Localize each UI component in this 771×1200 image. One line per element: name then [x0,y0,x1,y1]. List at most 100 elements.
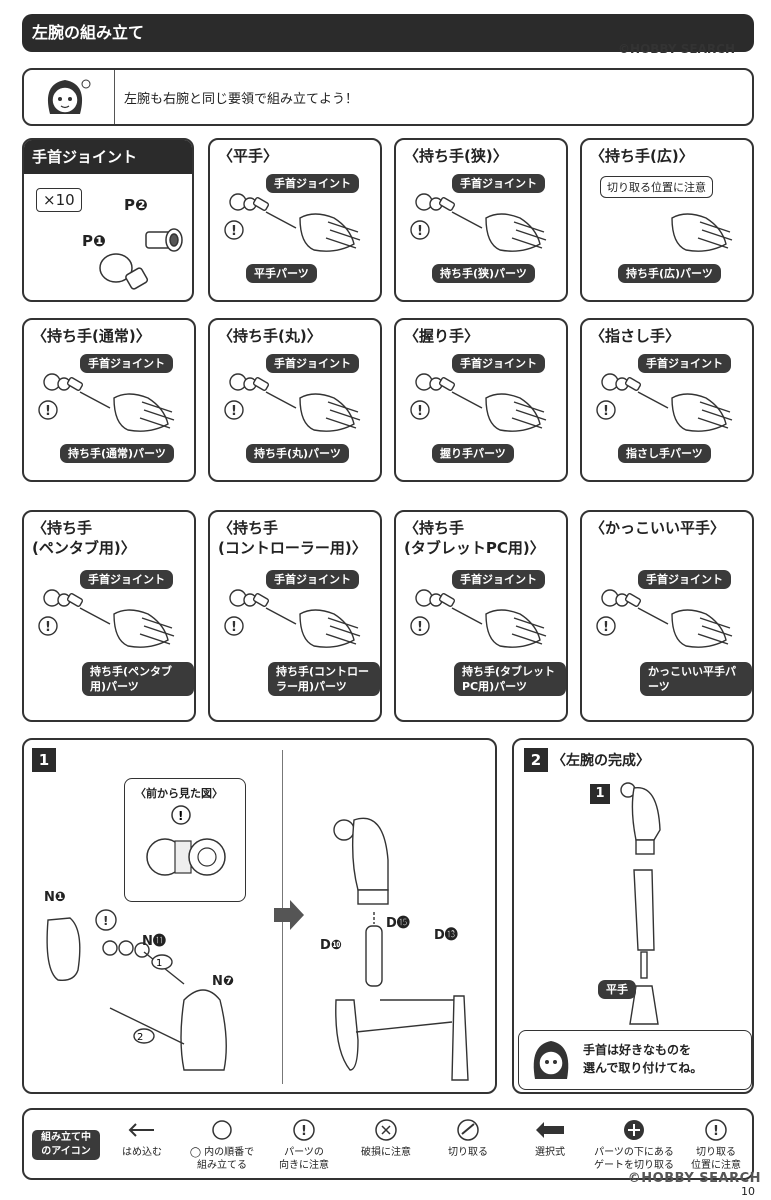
cut-icon [457,1119,479,1141]
joint-label: 手首ジョイント [452,354,545,373]
step-2-panel: 2 〈左腕の完成〉 1 平手 手首は好きなものを 選んで取り付けてね。 [512,738,754,1094]
hand-card: 〈持ち手 (タブレットPC用)〉手首ジョイント!持ち手(タブレットPC用)パーツ [394,510,568,722]
joint-label: 手首ジョイント [80,354,173,373]
legend-item: !パーツの 向きに注意 [262,1116,346,1172]
hand-card: 〈持ち手 (ペンタブ用)〉手首ジョイント!持ち手(ペンタブ用)パーツ [22,510,196,722]
watermark: ©HOBBY SEARCH [618,42,735,56]
legend-item: !切り取る 位置に注意 [674,1116,758,1172]
joint-label: 手首ジョイント [80,570,173,589]
hand-card: 〈握り手〉手首ジョイント! 握り手パーツ [394,318,568,482]
hand-card-title: 〈平手〉 [218,147,279,165]
hand-part-label: 持ち手(コントローラー用)パーツ [268,662,380,696]
hand-assembly-diagram: ! [596,589,733,648]
wrist-joint-card: 手首ジョイント ×10 P❷ P❶ [22,138,194,302]
hand-part-label: かっこいい平手パーツ [640,662,752,696]
part-label-n1: N❶ [44,890,66,905]
hand-card: 〈持ち手(広)〉切り取る位置に注意持ち手(広)パーツ [580,138,754,302]
svg-text:!: ! [231,404,237,419]
hand-card: 〈かっこいい平手〉手首ジョイント! かっこいい平手パーツ [580,510,754,722]
svg-text:!: ! [417,620,423,635]
legend-item-text: はめ込む [122,1147,162,1158]
hand-part-label: 指さし手パーツ [618,444,711,463]
hand-card-title: 〈指さし手〉 [590,327,681,345]
hand-assembly-diagram: ! [410,373,547,432]
step-1-number: 1 [32,748,56,772]
section-header: 左腕の組み立て [22,14,754,52]
hand-assembly-diagram: ! [224,589,361,648]
legend-item: はめ込む [100,1116,184,1159]
front-view-diagram: ! [146,805,226,876]
hobby-search-mark: ©HOBBY SEARCH [627,1171,761,1186]
hand-card: 〈持ち手 (コントローラー用)〉手首ジョイント!持ち手(コントローラー用)パーツ [208,510,382,722]
quantity-badge: ×10 [36,188,82,212]
character-face-icon [533,1041,569,1079]
arrow-left-icon [128,1123,154,1137]
direction-warning-icon: ! [293,1119,315,1141]
step-1-right-diagram [333,817,469,1081]
hand-card: 〈平手〉手首ジョイント!平手パーツ [208,138,382,302]
legend-item: パーツの下にある ゲートを切り取る [592,1116,676,1172]
svg-text:!: ! [45,620,51,635]
svg-text:!: ! [45,404,51,419]
next-arrow-icon [274,900,304,930]
legend-item-text: ◯ 内の順番で 組み立てる [189,1147,255,1171]
step-1-left-diagram: ! 2 1 [46,909,227,1071]
hand-card: 〈持ち手(通常)〉手首ジョイント!持ち手(通常)パーツ [22,318,196,482]
joint-label: 手首ジョイント [638,354,731,373]
front-view-label: 〈前から見た図〉 [135,787,223,800]
joint-label: 手首ジョイント [266,570,359,589]
hand-assembly-diagram: ! [224,193,361,252]
legend-item-text: パーツの下にある ゲートを切り取る [594,1147,674,1171]
svg-text:!: ! [178,809,183,823]
icon-legend: 組み立て中 のアイコン はめ込む◯ 内の順番で 組み立てる!パーツの 向きに注意… [22,1108,754,1180]
intro-box: 左腕も右腕と同じ要領で組み立てよう！ [22,68,754,126]
hand-part-label: 持ち手(丸)パーツ [246,444,349,463]
part-label-n11: N⓫ [142,934,166,949]
legend-item-text: 切り取る [448,1147,488,1158]
hand-card-title: 〈握り手〉 [404,327,480,345]
order-circle-icon [212,1120,232,1140]
hand-assembly-diagram: ! [596,373,733,432]
legend-item-text: 選択式 [535,1147,565,1158]
joint-label: 手首ジョイント [638,570,731,589]
svg-text:!: ! [603,404,609,419]
hand-part-label: 握り手パーツ [432,444,514,463]
hand-part-label: 持ち手(狭)パーツ [432,264,535,283]
part-label-d15: D⓯ [386,916,410,931]
svg-text:!: ! [417,224,423,239]
legend-item: 切り取る [426,1116,510,1159]
part-label-p1: P❶ [82,232,106,250]
svg-text:1: 1 [156,958,162,969]
hand-card-title: 〈持ち手 (ペンタブ用)〉 [32,519,136,557]
part-label-d13: D⓭ [434,928,458,943]
hand-card: 〈持ち手(狭)〉手首ジョイント!持ち手(狭)パーツ [394,138,568,302]
hand-assembly-diagram: ! [410,589,547,648]
hand-assembly-diagram: ! [410,193,547,252]
step-2-note-box: 手首は好きなものを 選んで取り付けてね。 [518,1030,752,1090]
wrist-joint-title: 手首ジョイント [24,140,192,174]
part-label-p2: P❷ [124,196,148,214]
front-view-callout: 〈前から見た図〉 ! [124,778,246,902]
wrist-joint-parts-icon [99,228,183,290]
hand-card-title: 〈持ち手 (タブレットPC用)〉 [404,519,545,557]
step-2-number: 2 [524,748,548,772]
hand-card-title: 〈かっこいい平手〉 [590,519,726,537]
hand-assembly-diagram: ! [38,589,175,648]
svg-text:!: ! [231,224,237,239]
svg-text:!: ! [103,914,108,928]
svg-text:2: 2 [137,1032,143,1043]
svg-text:!: ! [713,1124,719,1139]
hand-assembly-diagram: ! [224,373,361,432]
hand-card-title: 〈持ち手(広)〉 [590,147,694,165]
legend-item: ◯ 内の順番で 組み立てる [180,1116,264,1172]
legend-item-text: 破損に注意 [361,1147,411,1158]
hand-part-label: 持ち手(タブレットPC用)パーツ [454,662,566,696]
joint-label: 手首ジョイント [266,354,359,373]
page-number: 10 [741,1185,755,1198]
damage-warning-icon [375,1119,397,1141]
part-label-n7: N❼ [212,974,234,989]
character-face-icon [47,79,91,114]
completed-arm-diagram [620,782,661,1025]
step-2-inner-number: 1 [590,784,610,804]
svg-text:!: ! [417,404,423,419]
